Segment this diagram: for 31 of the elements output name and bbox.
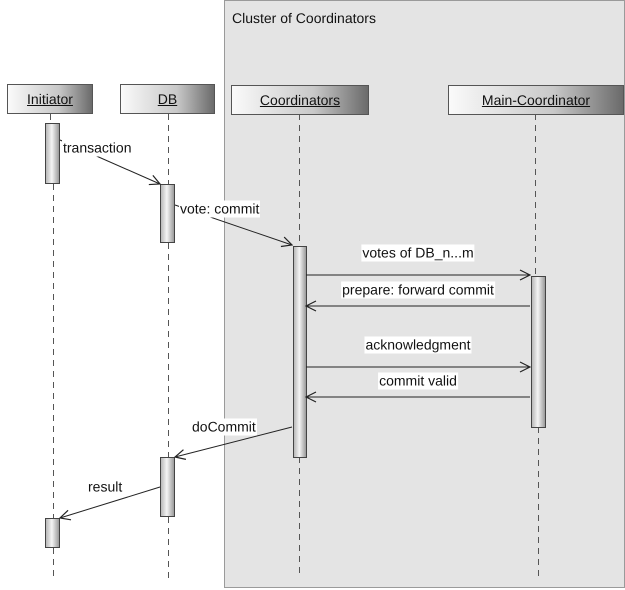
- lifeline: [168, 242, 169, 458]
- activation-bar: [531, 276, 546, 428]
- message-arrow: [174, 426, 292, 460]
- edge-label: vote: commit: [179, 200, 260, 218]
- activation-bar: [45, 518, 60, 548]
- edge-label: acknowledgment: [364, 336, 472, 354]
- message-arrow: [306, 361, 531, 373]
- message-arrow: [59, 486, 160, 520]
- edge-label: transaction: [62, 140, 132, 156]
- edge-label: votes of DB_n...m: [361, 244, 475, 262]
- lifeline-head: Main-Coordinator: [448, 85, 624, 115]
- lifeline: [168, 114, 169, 184]
- activation-bar: [160, 457, 175, 517]
- lifeline: [538, 426, 539, 578]
- lifeline: [53, 548, 54, 578]
- activation-bar: [293, 246, 307, 458]
- message-arrow: [305, 300, 530, 312]
- lifeline: [53, 184, 54, 518]
- edge-label: commit valid: [378, 372, 458, 390]
- activation-bar: [45, 123, 60, 184]
- lifeline-head: Initiator: [7, 84, 93, 114]
- lifeline-head: DB: [120, 84, 215, 114]
- lifeline: [168, 516, 169, 578]
- lifeline-head: Coordinators: [231, 85, 369, 115]
- edge-label: doCommit: [191, 418, 257, 436]
- activation-bar: [160, 184, 175, 243]
- edge-label: prepare: forward commit: [341, 282, 495, 298]
- cluster-title: Cluster of Coordinators: [232, 10, 376, 26]
- lifeline: [535, 114, 536, 276]
- message-arrow: [305, 391, 530, 403]
- message-arrow: [306, 269, 531, 281]
